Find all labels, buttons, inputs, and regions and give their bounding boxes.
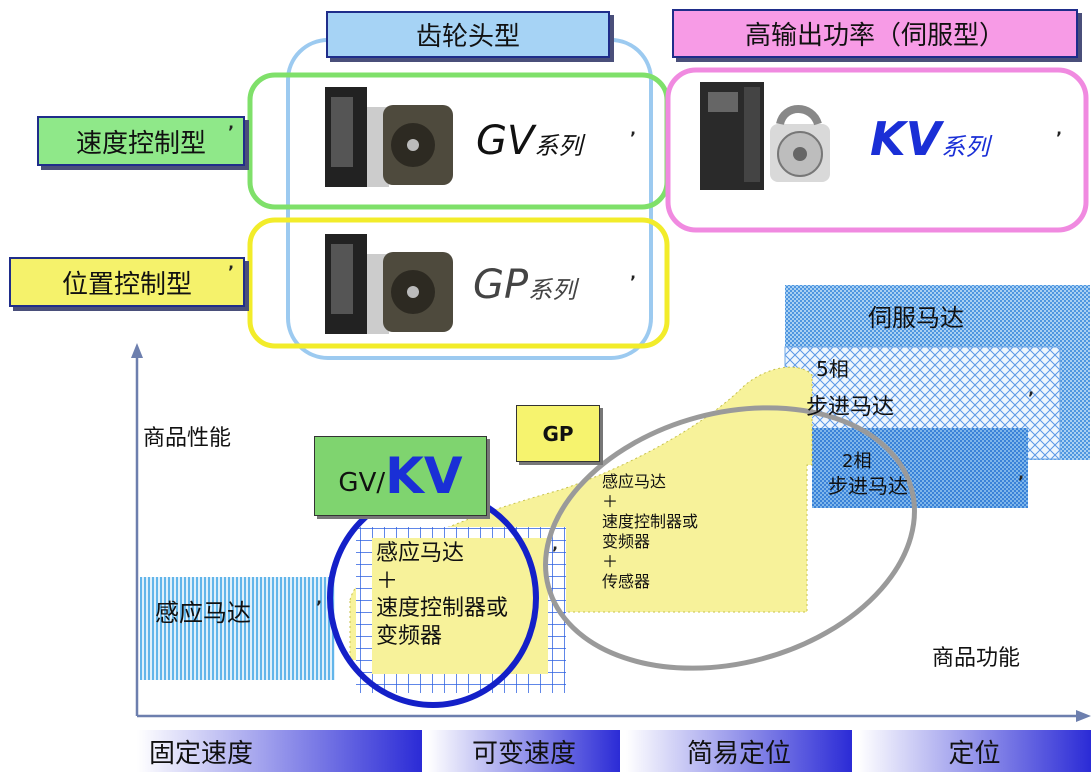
tick-mark: ’ <box>1028 388 1035 407</box>
tick-mark: ’ <box>228 262 235 281</box>
category-variable-speed: 可变速度 <box>471 738 576 769</box>
gvkv-tag: GV/KV <box>314 436 487 516</box>
position-control-text: 位置控制型 <box>61 269 192 300</box>
gp-product-image <box>325 234 453 334</box>
y-axis-label: 商品性能 <box>143 426 232 451</box>
tick-mark: ’ <box>228 122 235 141</box>
speed-control-outline <box>247 72 670 210</box>
gp-line-2: ＋ <box>602 492 619 511</box>
gvkv-tag-prefix: GV/ <box>338 468 386 498</box>
tick-mark: ’ <box>630 272 637 291</box>
x-axis-label: 商品功能 <box>932 646 1021 671</box>
category-bar-2-bg <box>428 730 620 772</box>
gearhead-header-text: 齿轮头型 <box>415 22 520 52</box>
gvkv-line-3: 速度控制器或 <box>376 596 509 621</box>
gvkv-yellow-box <box>372 538 548 674</box>
servo-motor-label: 伺服马达 <box>868 304 964 332</box>
gvkv-line-2: ＋ <box>376 568 399 594</box>
gvkv-box-text: 感应马达 ＋ 速度控制器或 变频器 <box>376 540 508 650</box>
gp-line-1: 感应马达 <box>602 472 667 491</box>
position-control-outline <box>247 217 670 349</box>
tick-mark: ’ <box>552 543 559 562</box>
category-fixed-speed: 固定速度 <box>149 738 254 769</box>
gp-tag-text: GP <box>542 421 574 446</box>
gp-line-4: 变频器 <box>602 532 651 551</box>
gvkv-line-4: 变频器 <box>376 623 443 649</box>
induction-motor-region <box>140 577 335 680</box>
position-control-label: 位置控制型 <box>9 257 245 307</box>
gp-line-5: ＋ <box>602 552 619 571</box>
speed-control-label: 速度控制型 <box>37 116 245 166</box>
servo-outline <box>665 67 1089 233</box>
gp-series-suffix: 系列 <box>528 276 577 304</box>
category-bar-1-bg <box>137 730 422 772</box>
two-phase-label-1: 2相 <box>842 451 872 472</box>
gp-ellipse <box>543 405 917 671</box>
gearhead-header: 齿轮头型 <box>326 11 610 58</box>
gp-line-3: 速度控制器或 <box>602 512 699 531</box>
tick-mark: ’ <box>1018 472 1025 491</box>
gp-series-label: GP系列 <box>473 262 576 308</box>
gp-tag: GP <box>516 405 600 462</box>
gv-series-suffix: 系列 <box>534 132 583 160</box>
gp-box-text: 感应马达 ＋ 速度控制器或 变频器 ＋ 传感器 <box>602 472 698 592</box>
five-phase-label-2: 步进马达 <box>806 395 895 420</box>
servo-type-header-text: 高输出功率（伺服型） <box>744 21 1005 51</box>
tick-mark: ’ <box>1056 128 1063 147</box>
gp-line-6: 传感器 <box>602 572 651 591</box>
gv-product-image <box>325 87 453 187</box>
gp-series-name: GP <box>473 262 529 308</box>
kv-series-name: KV <box>870 112 942 166</box>
category-positioning: 定位 <box>948 738 1001 769</box>
kv-series-suffix: 系列 <box>941 133 990 161</box>
five-phase-label-1: 5相 <box>816 357 849 381</box>
category-simple-positioning: 简易定位 <box>686 738 791 769</box>
tick-mark: ’ <box>316 597 323 616</box>
gvkv-line-1: 感应马达 <box>376 541 465 566</box>
category-bar-3-bg <box>626 730 852 772</box>
tick-mark: ’ <box>630 128 637 147</box>
kv-product-image <box>700 82 830 190</box>
servo-type-header: 高输出功率（伺服型） <box>672 9 1078 58</box>
axes <box>131 343 1091 722</box>
kv-series-label: KV系列 <box>870 112 989 166</box>
category-bar-4-bg <box>858 730 1091 772</box>
gv-series-name: GV <box>476 118 535 164</box>
two-phase-stepper-region <box>812 428 1028 508</box>
induction-motor-label: 感应马达 <box>155 599 251 627</box>
speed-control-text: 速度控制型 <box>75 128 206 159</box>
gvkv-tag-kv: KV <box>385 447 463 505</box>
two-phase-label-2: 步进马达 <box>828 474 908 498</box>
gv-series-label: GV系列 <box>476 118 582 164</box>
